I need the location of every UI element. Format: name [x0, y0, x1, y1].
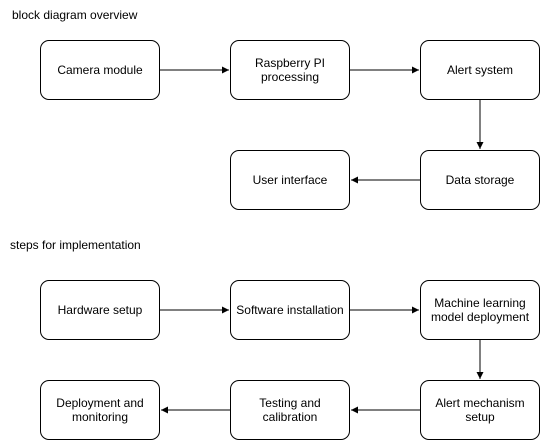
overview-title: block diagram overview [12, 8, 138, 22]
implementation-title: steps for implementation [10, 238, 141, 252]
node-user-interface[interactable]: User interface [230, 150, 350, 210]
node-alert-system[interactable]: Alert system [420, 40, 540, 100]
node-alert-mechanism-setup[interactable]: Alert mechanism setup [420, 380, 540, 440]
node-raspberry-pi-processing[interactable]: Raspberry PI processing [230, 40, 350, 100]
node-ml-model-deployment[interactable]: Machine learning model deployment [420, 280, 540, 340]
node-hardware-setup[interactable]: Hardware setup [40, 280, 160, 340]
node-camera-module[interactable]: Camera module [40, 40, 160, 100]
node-deployment-and-monitoring[interactable]: Deployment and monitoring [40, 380, 160, 440]
node-software-installation[interactable]: Software installation [230, 280, 350, 340]
node-data-storage[interactable]: Data storage [420, 150, 540, 210]
node-testing-and-calibration[interactable]: Testing and calibration [230, 380, 350, 440]
